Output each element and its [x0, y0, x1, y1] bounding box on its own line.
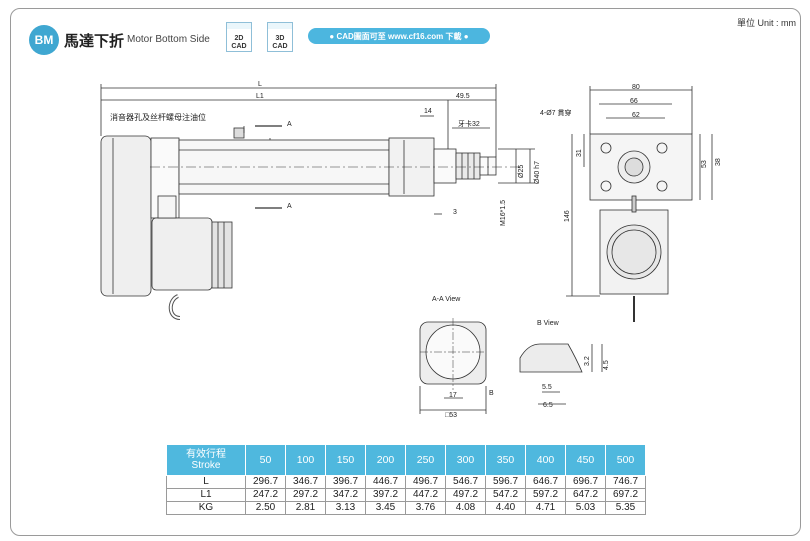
table-cell: 546.7	[445, 475, 486, 489]
stroke-col: 100	[285, 444, 326, 476]
dim-146: 146	[564, 210, 571, 222]
table-cell: 396.7	[325, 475, 366, 489]
table-cell: 2.50	[245, 501, 286, 515]
dim-66: 66	[630, 98, 638, 105]
dim-80: 80	[632, 84, 640, 91]
dim-62: 62	[632, 112, 640, 119]
table-cell: 296.7	[245, 475, 286, 489]
dim-3: 3	[453, 209, 457, 216]
row-label: KG	[166, 501, 246, 515]
table-cell: 247.2	[245, 488, 286, 502]
dim-m16: M16*1.5	[500, 199, 507, 226]
table-cell: 697.2	[605, 488, 646, 502]
table-cell: 3.45	[365, 501, 406, 515]
stroke-header: 有效行程 Stroke	[166, 444, 246, 476]
dim-d40: Ø40 h7	[534, 161, 541, 184]
table-cell: 4.71	[525, 501, 566, 515]
dim-6-5: 6.5	[543, 402, 553, 409]
stroke-col: 350	[485, 444, 526, 476]
stroke-col: 450	[565, 444, 606, 476]
note-holes: 4-Ø7 貫穿	[540, 110, 572, 117]
table-cell: 5.35	[605, 501, 646, 515]
table-cell: 547.2	[485, 488, 526, 502]
table-cell: 497.2	[445, 488, 486, 502]
table-cell: 3.76	[405, 501, 446, 515]
dim-38: 38	[715, 158, 722, 166]
dim-14: 14	[424, 108, 432, 115]
cad-2d-sub: CAD	[231, 43, 247, 50]
dim-5-5: 5.5	[542, 384, 552, 391]
table-cell: 446.7	[365, 475, 406, 489]
label-b: B	[489, 390, 494, 397]
dim-sq53: □53	[445, 412, 458, 419]
table-cell: 3.13	[325, 501, 366, 515]
dim-49-5: 49.5	[456, 93, 470, 100]
end-view	[566, 86, 713, 322]
dim-d25: Ø25	[518, 164, 525, 178]
table-cell: 297.2	[285, 488, 326, 502]
stroke-col: 300	[445, 444, 486, 476]
title-en: Motor Bottom Side	[127, 34, 210, 45]
row-label: L1	[166, 488, 246, 502]
table-cell: 346.7	[285, 475, 326, 489]
note-oil: 消音器孔及丝杆螺母注油位	[110, 113, 206, 122]
unit-label: 單位 Unit : mm	[736, 18, 796, 28]
table-cell: 397.2	[365, 488, 406, 502]
page-frame	[10, 8, 801, 536]
table-cell: 646.7	[525, 475, 566, 489]
table-cell: 2.81	[285, 501, 326, 515]
table-cell: 746.7	[605, 475, 646, 489]
table-header-row: 有效行程 Stroke 50 100 150 200 250 300 350 4…	[166, 444, 646, 476]
b-view-label: B View	[537, 320, 559, 327]
table-cell: 496.7	[405, 475, 446, 489]
section-a-bottom: A	[287, 203, 292, 210]
table-cell: 4.40	[485, 501, 526, 515]
side-view	[100, 84, 535, 320]
cad-3d-sub: CAD	[272, 43, 288, 50]
dim-L1: L1	[256, 93, 264, 100]
table-cell: 5.03	[565, 501, 606, 515]
row-label: L	[166, 475, 246, 489]
cad-2d-button[interactable]: 2D CAD	[226, 22, 252, 52]
stroke-header-en: Stroke	[191, 460, 221, 471]
dim-31: 31	[576, 149, 583, 157]
stroke-header-cn: 有效行程	[186, 449, 226, 460]
stroke-col: 250	[405, 444, 446, 476]
dim-17: 17	[449, 392, 457, 399]
table-row-L1: L1 247.2 297.2 347.2 397.2 447.2 497.2 5…	[166, 488, 646, 502]
stroke-col: 200	[365, 444, 406, 476]
dim-4-5: 4.5	[603, 360, 610, 370]
stroke-col: 400	[525, 444, 566, 476]
dim-53: 53	[701, 160, 708, 168]
series-badge: BM	[29, 25, 59, 55]
table-cell: 447.2	[405, 488, 446, 502]
table-row-L: L 296.7 346.7 396.7 446.7 496.7 546.7 59…	[166, 475, 646, 489]
cad-download-link[interactable]: ● CAD圖面可至 www.cf16.com 下載 ●	[308, 28, 490, 44]
table-cell: 597.2	[525, 488, 566, 502]
b-view	[519, 343, 603, 405]
stroke-col: 150	[325, 444, 366, 476]
spec-table: 有效行程 Stroke 50 100 150 200 250 300 350 4…	[166, 444, 646, 515]
aa-view-label: A-A View	[432, 296, 461, 303]
cad-3d-button[interactable]: 3D CAD	[267, 22, 293, 52]
title-cn: 馬達下折	[64, 33, 125, 50]
table-cell: 696.7	[565, 475, 606, 489]
table-cell: 647.2	[565, 488, 606, 502]
aa-view	[419, 318, 487, 414]
dim-L: L	[258, 81, 262, 88]
stroke-col: 500	[605, 444, 646, 476]
dim-3-2: 3.2	[584, 356, 591, 366]
table-row-KG: KG 2.50 2.81 3.13 3.45 3.76 4.08 4.40 4.…	[166, 501, 646, 515]
table-cell: 347.2	[325, 488, 366, 502]
dim-hex32: 牙卡32	[458, 121, 480, 128]
stroke-col: 50	[245, 444, 286, 476]
cad-3d-label: 3D	[275, 35, 285, 42]
cad-2d-label: 2D	[234, 35, 244, 42]
section-a-top: A	[287, 121, 292, 128]
table-cell: 4.08	[445, 501, 486, 515]
table-cell: 596.7	[485, 475, 526, 489]
